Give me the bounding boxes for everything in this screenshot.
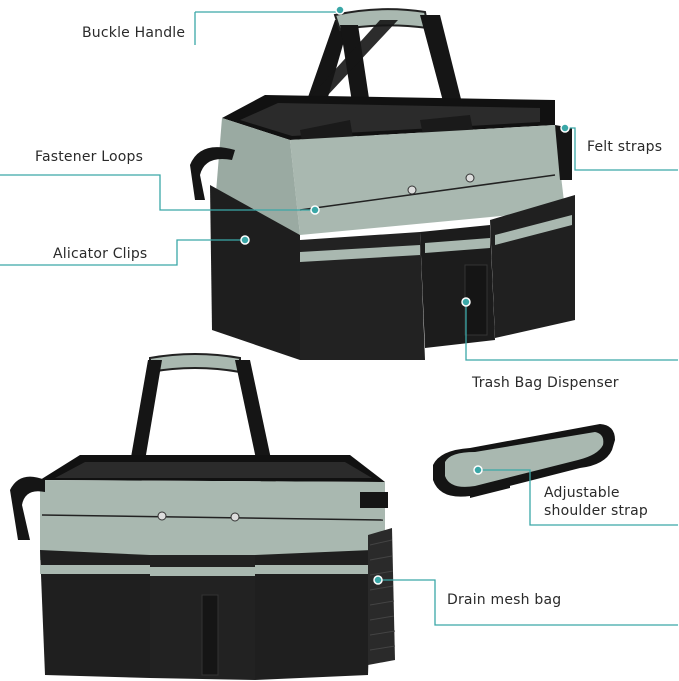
callout-dot-drain-mesh <box>373 575 383 585</box>
top-bag-pocket-1 <box>300 232 425 360</box>
bottom-grommet-1 <box>157 511 167 521</box>
shoulder-strap-buckle <box>470 478 510 498</box>
bottom-handle-grip <box>149 353 241 374</box>
bottom-drain-mesh <box>368 528 395 665</box>
callout-dot-trash-bag <box>461 297 471 307</box>
bottom-pocket-3 <box>255 550 372 680</box>
bottom-pocket-1 <box>40 550 150 678</box>
top-pocket-trim-3 <box>495 215 572 245</box>
callout-dot-buckle-handle <box>335 5 345 15</box>
label-fastener-loops: Fastener Loops <box>35 149 144 165</box>
bottom-bag <box>10 353 396 680</box>
callout-dot-shoulder-strap <box>473 465 483 475</box>
top-right-strap <box>555 125 572 180</box>
callout-line-shoulder-strap <box>478 469 678 526</box>
label-drain-mesh-bag: Drain mesh bag <box>447 592 562 608</box>
top-pocket-trim-2 <box>425 238 490 253</box>
label-felt-straps: Felt straps <box>587 139 663 155</box>
bottom-bag-front-panel <box>40 480 385 560</box>
label-trash-bag-dispenser: Trash Bag Dispenser <box>472 375 619 391</box>
shoulder-pad-inner <box>445 432 604 487</box>
bottom-pocket-trim-3 <box>255 565 370 574</box>
top-fastener-cord <box>299 174 556 211</box>
bottom-trash-dispenser-tab <box>201 594 219 676</box>
shoulder-strap <box>433 424 615 498</box>
bottom-mesh-pattern <box>369 539 396 651</box>
callout-dot-fastener-loops <box>310 205 320 215</box>
label-buckle-handle: Buckle Handle <box>82 25 186 41</box>
bottom-side-strap-right <box>360 492 388 508</box>
bottom-side-strap-left <box>10 476 45 540</box>
callout-dots <box>240 5 570 585</box>
bottom-pocket-trim-1 <box>40 565 150 574</box>
callout-dot-alicator-clips <box>240 235 250 245</box>
callout-lines <box>0 10 678 626</box>
bottom-bag-interior <box>55 462 372 478</box>
callout-line-felt-straps <box>565 127 678 171</box>
top-grommet-1 <box>407 185 417 195</box>
callout-dot-felt-straps <box>560 123 570 133</box>
callout-line-buckle-handle <box>195 10 341 13</box>
label-adjustable-line1: Adjustable <box>544 485 620 501</box>
top-bag-front-panel <box>290 125 565 235</box>
bottom-fastener-cord <box>41 514 384 521</box>
bottom-pocket-trim-2 <box>150 567 255 576</box>
top-bag <box>190 8 575 360</box>
bottom-grommet-2 <box>230 512 240 522</box>
callout-line-trash-bag <box>465 302 678 361</box>
top-pocket-trim-1 <box>300 245 420 262</box>
callout-line-alicator-clips <box>0 239 245 266</box>
top-bag-pocket-3 <box>490 195 575 338</box>
label-adjustable-line2: shoulder strap <box>544 503 649 519</box>
callout-line-fastener-loops <box>0 174 315 211</box>
top-side-strap <box>190 147 235 200</box>
label-alicator-clips: Alicator Clips <box>53 246 148 262</box>
top-bag-side-pocket <box>210 185 300 360</box>
callout-line-drain-mesh <box>378 579 678 626</box>
top-grommet-2 <box>465 173 475 183</box>
